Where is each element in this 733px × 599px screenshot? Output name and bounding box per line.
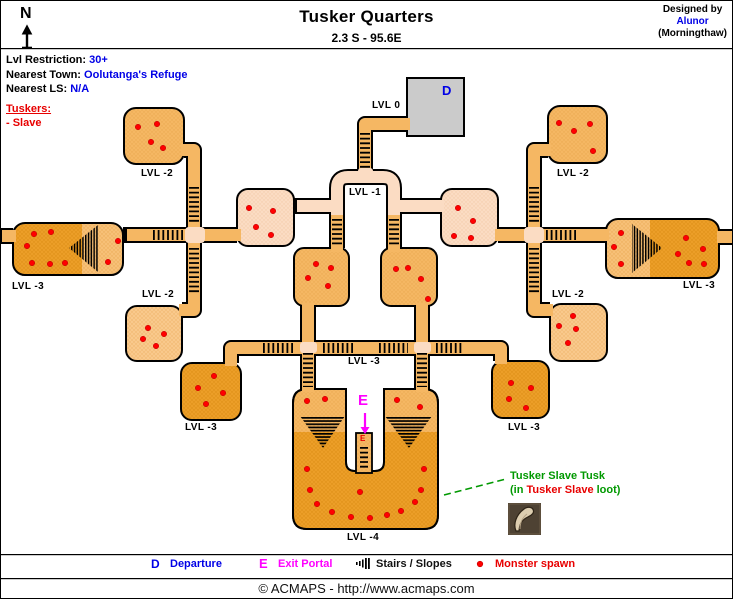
label-lvl-minus1: LVL -1 bbox=[349, 187, 382, 198]
room-lvl3-bottom-left bbox=[180, 362, 242, 421]
nearest-town-label: Nearest Town: bbox=[6, 68, 81, 81]
room-lvl2-top-right bbox=[547, 105, 608, 164]
label-lvl-minus3-bottom-left: LVL -3 bbox=[185, 422, 218, 433]
lvl-restriction-label: Lvl Restriction: bbox=[6, 54, 87, 66]
compass-arrow-icon bbox=[21, 24, 33, 49]
room-lvl1-right bbox=[440, 188, 499, 247]
room-lvl3-bottom-right bbox=[491, 360, 550, 419]
legend-stairs-label: Stairs / Slopes bbox=[376, 558, 452, 570]
designed-by-block: Designed by Alunor (Morningthaw) bbox=[658, 4, 727, 40]
lvl-restriction-row: Lvl Restriction: 30+ bbox=[6, 53, 188, 68]
dungeon-info-block: Lvl Restriction: 30+ Nearest Town: Oolut… bbox=[6, 53, 188, 97]
room-lvl1-left bbox=[236, 188, 295, 247]
nearest-ls-row: Nearest LS: N/A bbox=[6, 82, 188, 97]
slope-triangles bbox=[69, 224, 662, 448]
legend-departure-label: Departure bbox=[170, 558, 222, 570]
annotation-loot-prefix: (in bbox=[510, 484, 527, 496]
legend-exit-label: Exit Portal bbox=[278, 558, 333, 570]
legend-exit-symbol: E bbox=[259, 556, 268, 571]
room-mid-right bbox=[380, 247, 438, 307]
lvl-restriction-value: 30+ bbox=[89, 54, 108, 66]
label-lvl-minus3-middle: LVL -3 bbox=[348, 356, 381, 367]
room-lvl3-far-left bbox=[13, 223, 123, 275]
legend-monster-spawn-icon bbox=[476, 560, 484, 568]
designer-world: (Morningthaw) bbox=[658, 28, 727, 39]
annotation-leader-line bbox=[443, 478, 507, 496]
slope-far-right bbox=[632, 224, 662, 273]
room-lvl2-bottom-left bbox=[125, 305, 183, 362]
designed-by-label: Designed by bbox=[662, 4, 723, 15]
junction-flares bbox=[185, 168, 544, 353]
label-lvl-minus3-far-right: LVL -3 bbox=[683, 280, 716, 291]
slope-far-left bbox=[69, 225, 98, 272]
page-title: Tusker Quarters bbox=[299, 7, 434, 26]
label-lvl0: LVL 0 bbox=[372, 100, 401, 111]
legend-monster-label: Monster spawn bbox=[495, 558, 576, 570]
label-lvl-minus3-far-left: LVL -3 bbox=[12, 281, 45, 292]
divider-lines bbox=[1, 48, 732, 580]
annotation-loot-suffix: loot) bbox=[593, 484, 621, 496]
tusk-item-image bbox=[508, 503, 541, 535]
room-lvl2-bottom-right bbox=[549, 303, 608, 362]
legend-departure-symbol: D bbox=[151, 557, 160, 571]
room-lvl2-top-left bbox=[123, 107, 185, 165]
map-coordinates: 2.3 S - 95.6E bbox=[331, 31, 402, 45]
nearest-ls-value: N/A bbox=[70, 83, 90, 95]
creature-list: Tuskers: - Slave bbox=[6, 102, 51, 130]
exit-portal-marker: E bbox=[358, 392, 369, 409]
room-departure bbox=[406, 77, 465, 137]
label-lvl-minus2-bottom-left: LVL -2 bbox=[142, 289, 175, 300]
slope-lvl4-left bbox=[300, 416, 345, 448]
creature-list-header: Tuskers: bbox=[6, 103, 52, 115]
departure-marker: D bbox=[442, 83, 452, 98]
legend-stairs-icon bbox=[356, 558, 370, 569]
exit-arrow-icon bbox=[360, 413, 370, 434]
label-lvl-minus4: LVL -4 bbox=[347, 532, 380, 543]
exit-portal-marker-small: E bbox=[360, 434, 366, 443]
stairs-hatching bbox=[153, 133, 577, 387]
annotation-loot-creature: Tusker Slave bbox=[526, 484, 594, 496]
nearest-town-row: Nearest Town: Oolutanga's Refuge bbox=[6, 68, 188, 83]
label-lvl-minus2-top-left: LVL -2 bbox=[141, 168, 174, 179]
room-mid-left bbox=[293, 247, 350, 307]
nearest-town-value: Oolutanga's Refuge bbox=[84, 68, 188, 81]
annotation-line2: (in Tusker Slave loot) bbox=[510, 484, 620, 496]
slope-lvl4-right bbox=[385, 416, 432, 448]
compass-label: N bbox=[20, 5, 32, 22]
exit-portal-corridor bbox=[355, 432, 373, 474]
designer-name: Alunor bbox=[676, 16, 709, 27]
annotation-line1: Tusker Slave Tusk bbox=[510, 470, 605, 482]
label-lvl-minus2-top-right: LVL -2 bbox=[557, 168, 590, 179]
creature-list-item: - Slave bbox=[6, 117, 42, 129]
nearest-ls-label: Nearest LS: bbox=[6, 83, 68, 95]
label-lvl-minus2-bottom-right: LVL -2 bbox=[552, 289, 585, 300]
copyright-footer: © ACMAPS - http://www.acmaps.com bbox=[258, 581, 475, 596]
label-lvl-minus3-bottom-right: LVL -3 bbox=[508, 422, 541, 433]
monster-spawn-dots bbox=[23, 120, 707, 521]
